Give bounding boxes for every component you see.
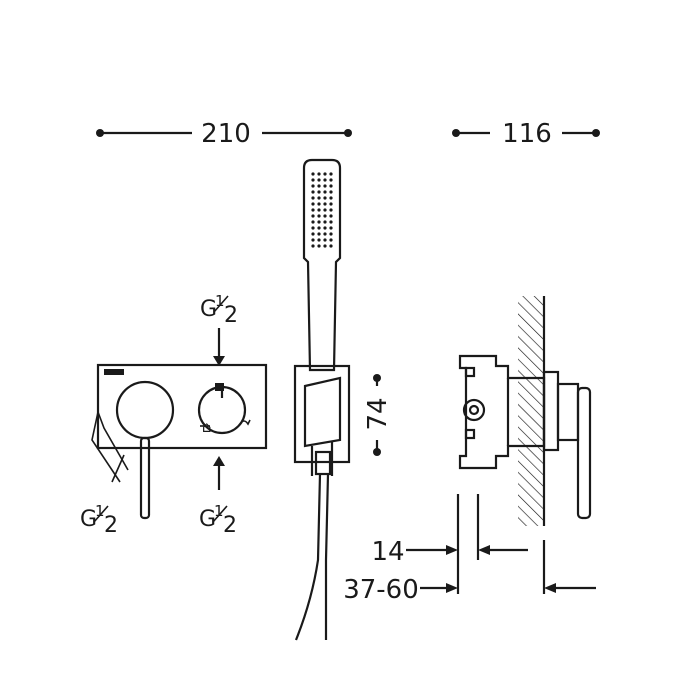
nozzle-dot	[323, 202, 327, 206]
nozzle-dot	[329, 220, 333, 224]
nozzle-dot	[311, 172, 315, 176]
nozzle-dot	[317, 214, 321, 218]
nozzle-dot	[323, 244, 327, 248]
wall-hatching	[518, 296, 544, 526]
nozzle-dot	[329, 202, 333, 206]
shower-hose	[294, 473, 330, 641]
nozzle-dot	[323, 196, 327, 200]
nozzle-dot	[311, 190, 315, 194]
nozzle-dot	[329, 178, 333, 182]
nozzle-dot	[323, 214, 327, 218]
nozzle-dot	[311, 238, 315, 242]
nozzle-dot	[323, 184, 327, 188]
svg-text:1: 1	[95, 502, 105, 520]
nozzle-dot	[329, 226, 333, 230]
svg-text:2: 2	[223, 513, 237, 538]
svg-text:1: 1	[214, 502, 224, 520]
nozzle-dot	[329, 184, 333, 188]
svg-text:2: 2	[104, 513, 118, 538]
nozzle-dot	[323, 220, 327, 224]
svg-text:G: G	[199, 507, 216, 532]
dimension-height-74: 74	[363, 374, 393, 456]
nozzle-dot	[317, 196, 321, 200]
dimension-range-37-60: 37-60	[343, 540, 596, 605]
nozzle-dot	[317, 202, 321, 206]
svg-text:G: G	[80, 507, 97, 532]
nozzle-dot	[329, 238, 333, 242]
mixer-front-view: ⌂	[96, 363, 268, 520]
nozzle-dot	[317, 208, 321, 212]
dimension-offset-14: 14	[371, 494, 528, 567]
dimension-offset-label: 14	[371, 537, 404, 567]
svg-text:2: 2	[224, 303, 238, 328]
nozzle-dot	[329, 232, 333, 236]
dimension-height-label: 74	[363, 397, 393, 430]
dimension-width-210: 210	[96, 119, 352, 149]
dimension-width-label: 210	[201, 119, 251, 149]
symbol-shower-icon	[239, 419, 251, 426]
symbol-bath-icon: ⌂	[202, 418, 212, 436]
nozzle-dot	[329, 244, 333, 248]
nozzle-dot	[323, 238, 327, 242]
thread-label-top: G 1 2	[200, 292, 238, 366]
nozzle-dot	[317, 190, 321, 194]
nozzle-dot	[311, 244, 315, 248]
shower-nozzle-grid	[311, 172, 333, 248]
nozzle-dot	[323, 208, 327, 212]
nozzle-dot	[317, 238, 321, 242]
nozzle-dot	[311, 178, 315, 182]
nozzle-dot	[311, 214, 315, 218]
dimension-range-label: 37-60	[343, 575, 419, 605]
nozzle-dot	[317, 220, 321, 224]
nozzle-dot	[311, 202, 315, 206]
brand-logo-mark	[104, 369, 124, 375]
nozzle-dot	[317, 178, 321, 182]
nozzle-dot	[323, 226, 327, 230]
nozzle-dot	[329, 196, 333, 200]
dimension-depth-116: 116	[452, 119, 600, 149]
nozzle-dot	[329, 208, 333, 212]
nozzle-dot	[317, 184, 321, 188]
nozzle-dot	[311, 208, 315, 212]
nozzle-dot	[311, 226, 315, 230]
nozzle-dot	[311, 184, 315, 188]
hand-shower	[302, 158, 342, 372]
svg-text:1: 1	[215, 292, 225, 310]
lever-handle-side	[576, 386, 592, 520]
nozzle-dot	[329, 172, 333, 176]
mixer-side-view	[458, 296, 592, 526]
lever-handle-rosette	[115, 380, 175, 440]
lever-handle	[139, 436, 151, 520]
nozzle-dot	[311, 232, 315, 236]
nozzle-dot	[323, 172, 327, 176]
nozzle-dot	[317, 244, 321, 248]
nozzle-dot	[323, 178, 327, 182]
nozzle-dot	[317, 232, 321, 236]
nozzle-dot	[317, 172, 321, 176]
nozzle-dot	[311, 196, 315, 200]
thread-label-bottom-left: G 1 2	[80, 411, 129, 538]
nozzle-dot	[329, 190, 333, 194]
nozzle-dot	[311, 220, 315, 224]
nozzle-dot	[323, 232, 327, 236]
shower-holder-bracket	[293, 364, 351, 476]
nozzle-dot	[329, 214, 333, 218]
nozzle-dot	[323, 190, 327, 194]
svg-text:G: G	[200, 297, 217, 322]
nozzle-dot	[317, 226, 321, 230]
dimension-depth-label: 116	[502, 119, 552, 149]
thread-label-bottom-right: G 1 2	[199, 456, 237, 538]
